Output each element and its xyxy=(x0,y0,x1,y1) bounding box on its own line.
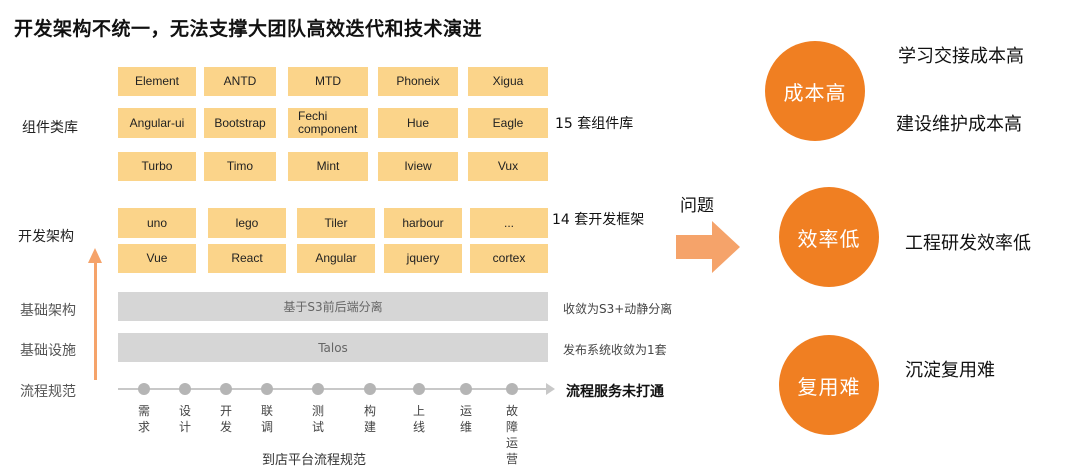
row-label-components: 组件类库 xyxy=(22,120,78,136)
flow-step: 联调 xyxy=(260,404,273,434)
flow-step: 测试 xyxy=(311,404,324,434)
issue-circle-efficiency: 效率低 xyxy=(779,187,879,287)
base-arch-bar: 基于S3前后端分离 xyxy=(118,292,548,321)
framework-chip: Angular xyxy=(297,244,375,273)
framework-chip: cortex xyxy=(470,244,548,273)
right-arrow-icon xyxy=(676,221,740,273)
issue-label: 问题 xyxy=(680,196,714,216)
flow-dot xyxy=(364,383,376,395)
row-label-flow: 流程规范 xyxy=(20,384,76,400)
flow-step: 上线 xyxy=(412,404,425,434)
outcome-text: 学习交接成本高 xyxy=(898,46,1024,67)
row-label-base-arch: 基础架构 xyxy=(20,303,76,319)
issue-circle-reuse: 复用难 xyxy=(779,335,879,435)
framework-chip: jquery xyxy=(384,244,462,273)
flow-dot xyxy=(312,383,324,395)
flow-dot xyxy=(220,383,232,395)
component-chip: Vux xyxy=(468,152,548,181)
page-title: 开发架构不统一，无法支撑大团队高效迭代和技术演进 xyxy=(14,18,483,40)
flow-dot xyxy=(261,383,273,395)
framework-chip: Vue xyxy=(118,244,196,273)
flow-dot xyxy=(413,383,425,395)
framework-chip: ... xyxy=(470,208,548,238)
flow-dot xyxy=(138,383,150,395)
flow-step: 需求 xyxy=(137,404,150,434)
flow-dot xyxy=(460,383,472,395)
framework-count: 14 套开发框架 xyxy=(552,212,645,228)
component-chip: Phoneix xyxy=(378,67,458,96)
flow-step: 构建 xyxy=(363,404,376,434)
outcome-text: 工程研发效率低 xyxy=(905,233,1031,254)
flow-timeline xyxy=(118,388,550,390)
component-chip: Mint xyxy=(288,152,368,181)
outcome-text: 建设维护成本高 xyxy=(896,114,1022,135)
component-chip: Timo xyxy=(204,152,276,181)
component-chip: Iview xyxy=(378,152,458,181)
flow-caption: 到店平台流程规范 xyxy=(262,453,367,468)
component-chip: Xigua xyxy=(468,67,548,96)
outcome-text: 沉淀复用难 xyxy=(905,360,995,381)
flow-step: 运维 xyxy=(459,404,472,434)
component-chip: Eagle xyxy=(468,108,548,138)
flow-dot xyxy=(179,383,191,395)
row-label-frameworks: 开发架构 xyxy=(18,229,74,245)
infra-note: 发布系统收敛为1套 xyxy=(563,343,667,357)
flow-step: 开发 xyxy=(219,404,232,434)
component-chip: MTD xyxy=(288,67,368,96)
framework-chip: React xyxy=(208,244,286,273)
evolution-arrow-line xyxy=(94,262,97,380)
component-chip: Turbo xyxy=(118,152,196,181)
component-chip: Angular-ui xyxy=(118,108,196,138)
flow-timeline-arrowhead xyxy=(546,383,555,395)
component-chip: ANTD xyxy=(204,67,276,96)
component-chip: Bootstrap xyxy=(204,108,276,138)
framework-chip: Tiler xyxy=(297,208,375,238)
component-chip: Element xyxy=(118,67,196,96)
base-arch-note: 收敛为S3+动静分离 xyxy=(563,302,673,316)
flow-step: 故障运营 xyxy=(505,404,518,466)
component-chip: Fechi component xyxy=(288,108,368,138)
flow-step: 设计 xyxy=(178,404,191,434)
infra-bar: Talos xyxy=(118,333,548,362)
evolution-arrow-head xyxy=(88,248,102,263)
issue-circle-cost: 成本高 xyxy=(765,41,865,141)
framework-chip: uno xyxy=(118,208,196,238)
flow-label: 流程服务未打通 xyxy=(566,384,664,400)
row-label-infra: 基础设施 xyxy=(20,343,76,359)
framework-chip: lego xyxy=(208,208,286,238)
component-chip: Hue xyxy=(378,108,458,138)
component-count: 15 套组件库 xyxy=(555,116,634,132)
framework-chip: harbour xyxy=(384,208,462,238)
flow-dot xyxy=(506,383,518,395)
